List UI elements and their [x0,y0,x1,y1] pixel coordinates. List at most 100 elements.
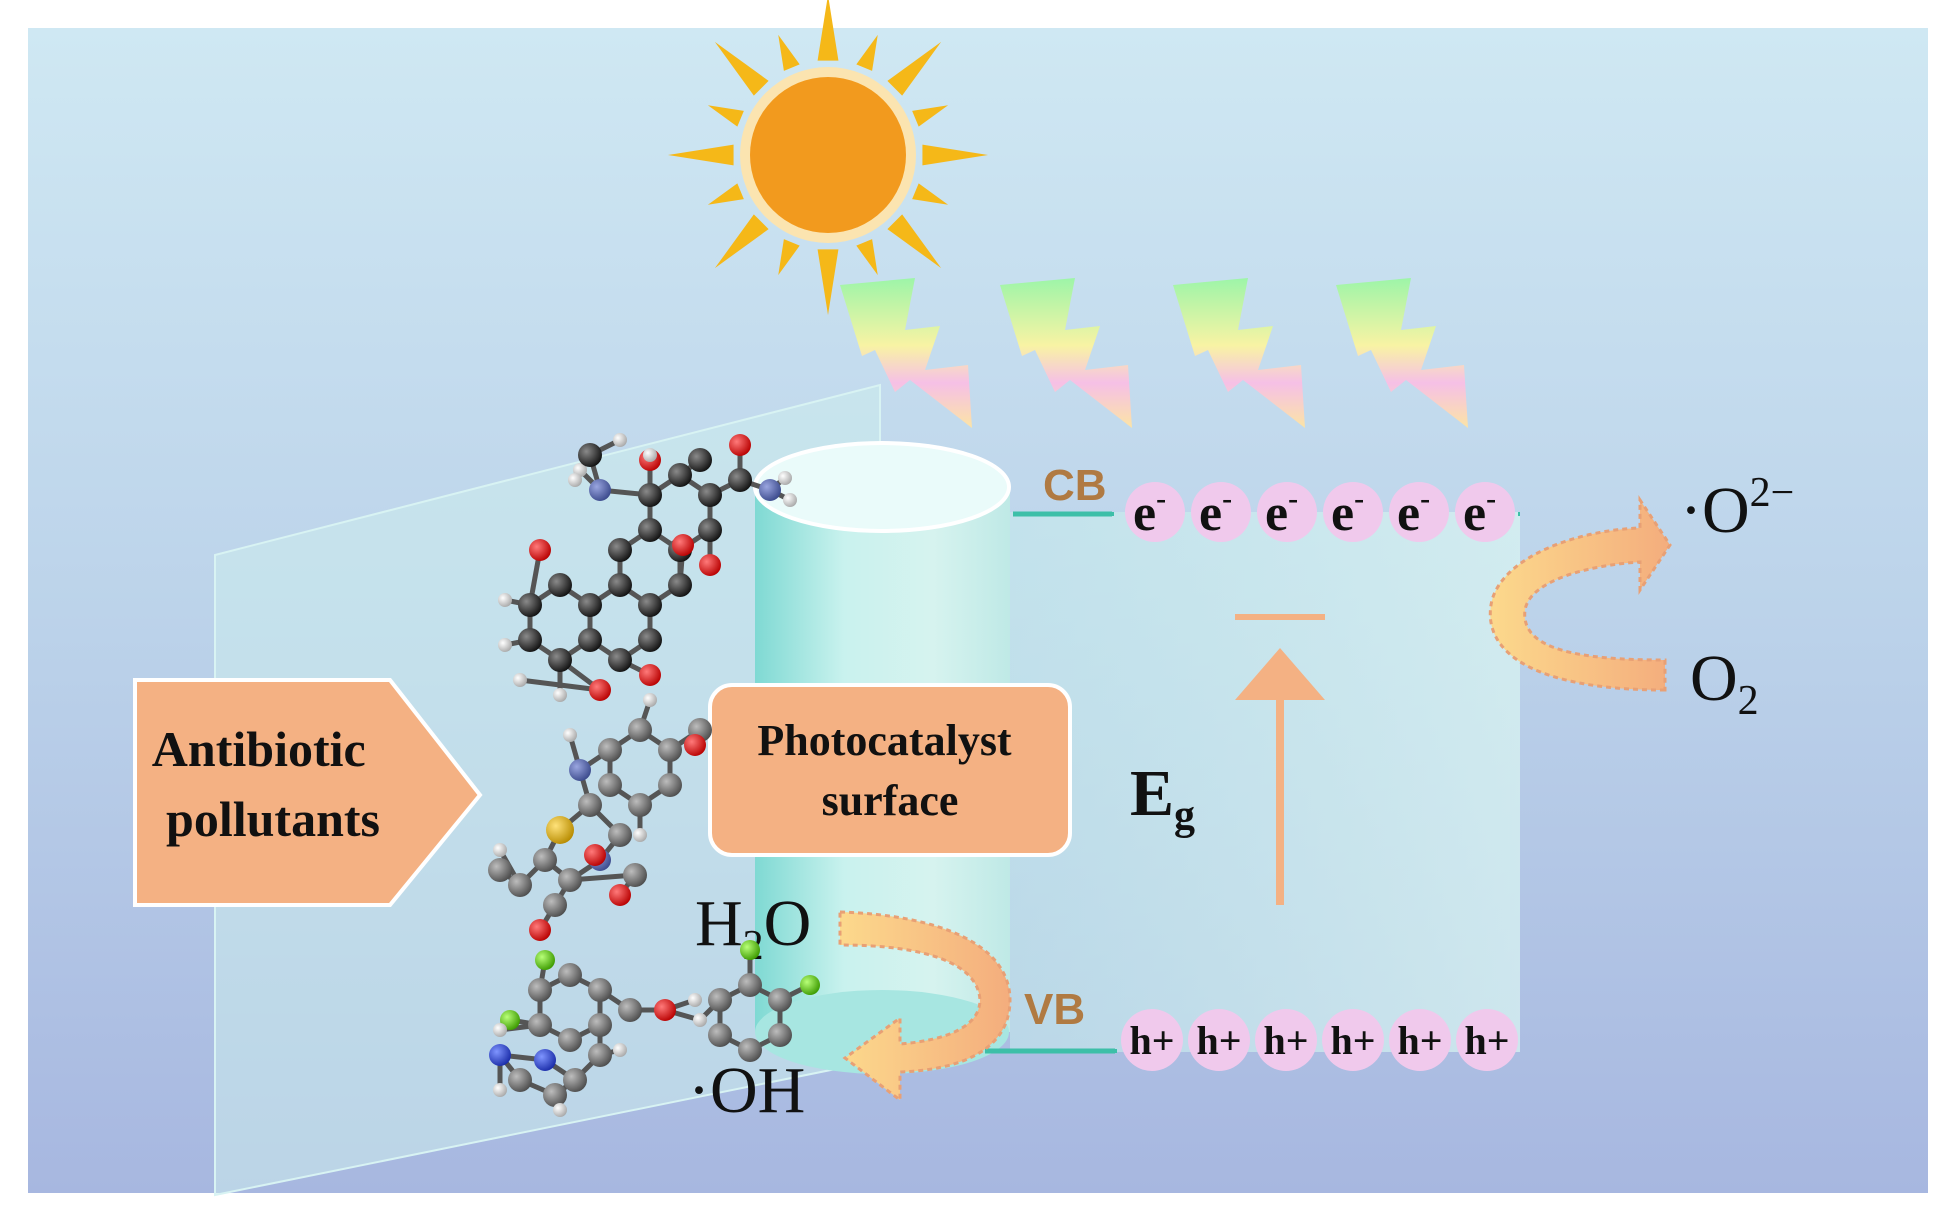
molecule-atom [513,673,527,687]
electron-label: e- [1133,482,1166,542]
lightning-bolt-icon [840,278,972,428]
molecule-atom [584,844,606,866]
excitation-arrow [1235,614,1325,905]
molecule-atom [578,793,602,817]
molecule-atom [643,448,657,462]
molecule-atom [548,573,572,597]
pollutants-label-line1: Antibiotic [152,721,366,777]
sun-ray [856,34,878,71]
molecule-atom [569,759,591,781]
molecule-atom [693,1013,707,1027]
sun-ray [714,41,769,96]
molecule-atom [518,593,542,617]
molecule-atom [658,738,682,762]
molecule-atom [558,963,582,987]
hole-bubble [1456,1009,1518,1071]
molecule-atom [529,539,551,561]
molecule-atom [668,463,692,487]
molecule-atom [598,773,622,797]
molecule-atom [699,554,721,576]
molecule-atom [500,1010,520,1030]
surface-label-line1: Photocatalyst [757,716,1012,765]
sun-ray [778,34,800,71]
hole-label: h+ [1397,1018,1442,1063]
molecule-atom [609,884,631,906]
hole-label: h+ [1263,1018,1308,1063]
molecule-atom [589,679,611,701]
molecule-atom [638,483,662,507]
molecule-atom [578,443,602,467]
pollutants-callout: Antibiotic pollutants [133,678,483,907]
electron-row: e-e-e-e-e-e- [1125,482,1515,542]
molecule-atom [618,998,642,1022]
hole-label: h+ [1196,1018,1241,1063]
molecule-atom [623,863,647,887]
sun-ray [887,41,942,96]
oxygen-reduction-arrow [1488,495,1672,692]
superoxide-label: ·O2− [1680,470,1794,547]
molecule-atom [553,688,567,702]
sun-ray [817,249,839,315]
molecule-tetracycline [498,433,797,702]
hole-row: h+h+h+h+h+h+ [1121,1009,1518,1071]
sun-ray [856,239,878,276]
electron-label: e- [1397,482,1430,542]
sun-ray [922,144,988,166]
sun-ray [912,183,949,205]
molecule-atom [729,434,751,456]
molecule-atom [489,1044,511,1066]
molecule-atom [588,1043,612,1067]
electron-bubble [1257,482,1317,542]
molecule-atom [738,973,762,997]
molecule-atom [533,848,557,872]
molecule-atom [518,628,542,652]
molecule-atom [668,573,692,597]
molecule-atom [563,728,577,742]
molecule-atom [639,664,661,686]
electron-bubble [1455,482,1515,542]
molecule-atom [558,868,582,892]
hole-label: h+ [1330,1018,1375,1063]
molecule-atom [528,978,552,1002]
molecule-atom [488,858,512,882]
molecule-atom [613,433,627,447]
electron-label: e- [1265,482,1298,542]
molecule-atom [498,593,512,607]
molecule-atom [759,479,781,501]
molecule-atom [658,773,682,797]
molecule-atom [563,1068,587,1092]
sun-ray [887,214,942,269]
sun-ray [668,144,734,166]
sun-ray [714,214,769,269]
sun-ray [707,105,744,127]
molecule-atom [608,538,632,562]
hole-bubble [1121,1009,1183,1071]
molecule-atom [633,828,647,842]
hydroxyl-label: ·OH [688,1054,805,1127]
sun-ray [778,239,800,276]
water-oxidation-arrow [838,910,1012,1104]
molecule-atom [493,843,507,857]
molecule-atom [598,738,622,762]
electron-bubble [1191,482,1251,542]
molecule-atom [628,793,652,817]
molecule-atom [698,518,722,542]
molecule-atom [654,999,676,1021]
molecule-bond [519,677,601,693]
electron-label: e- [1199,482,1232,542]
molecule-atom [768,988,792,1012]
molecule-atom [493,1023,507,1037]
molecule-atom [608,573,632,597]
molecule-atom [543,1083,567,1107]
sun-icon [668,0,988,315]
molecule-atom [688,448,712,472]
sun-ray [707,183,744,205]
pollutants-label-line2: pollutants [166,791,380,847]
molecule-atom [535,950,555,970]
molecule-atom [783,493,797,507]
hole-bubble [1322,1009,1384,1071]
molecule-fluconazole [489,940,820,1117]
sun-ray [912,105,949,127]
molecule-atom [728,468,752,492]
